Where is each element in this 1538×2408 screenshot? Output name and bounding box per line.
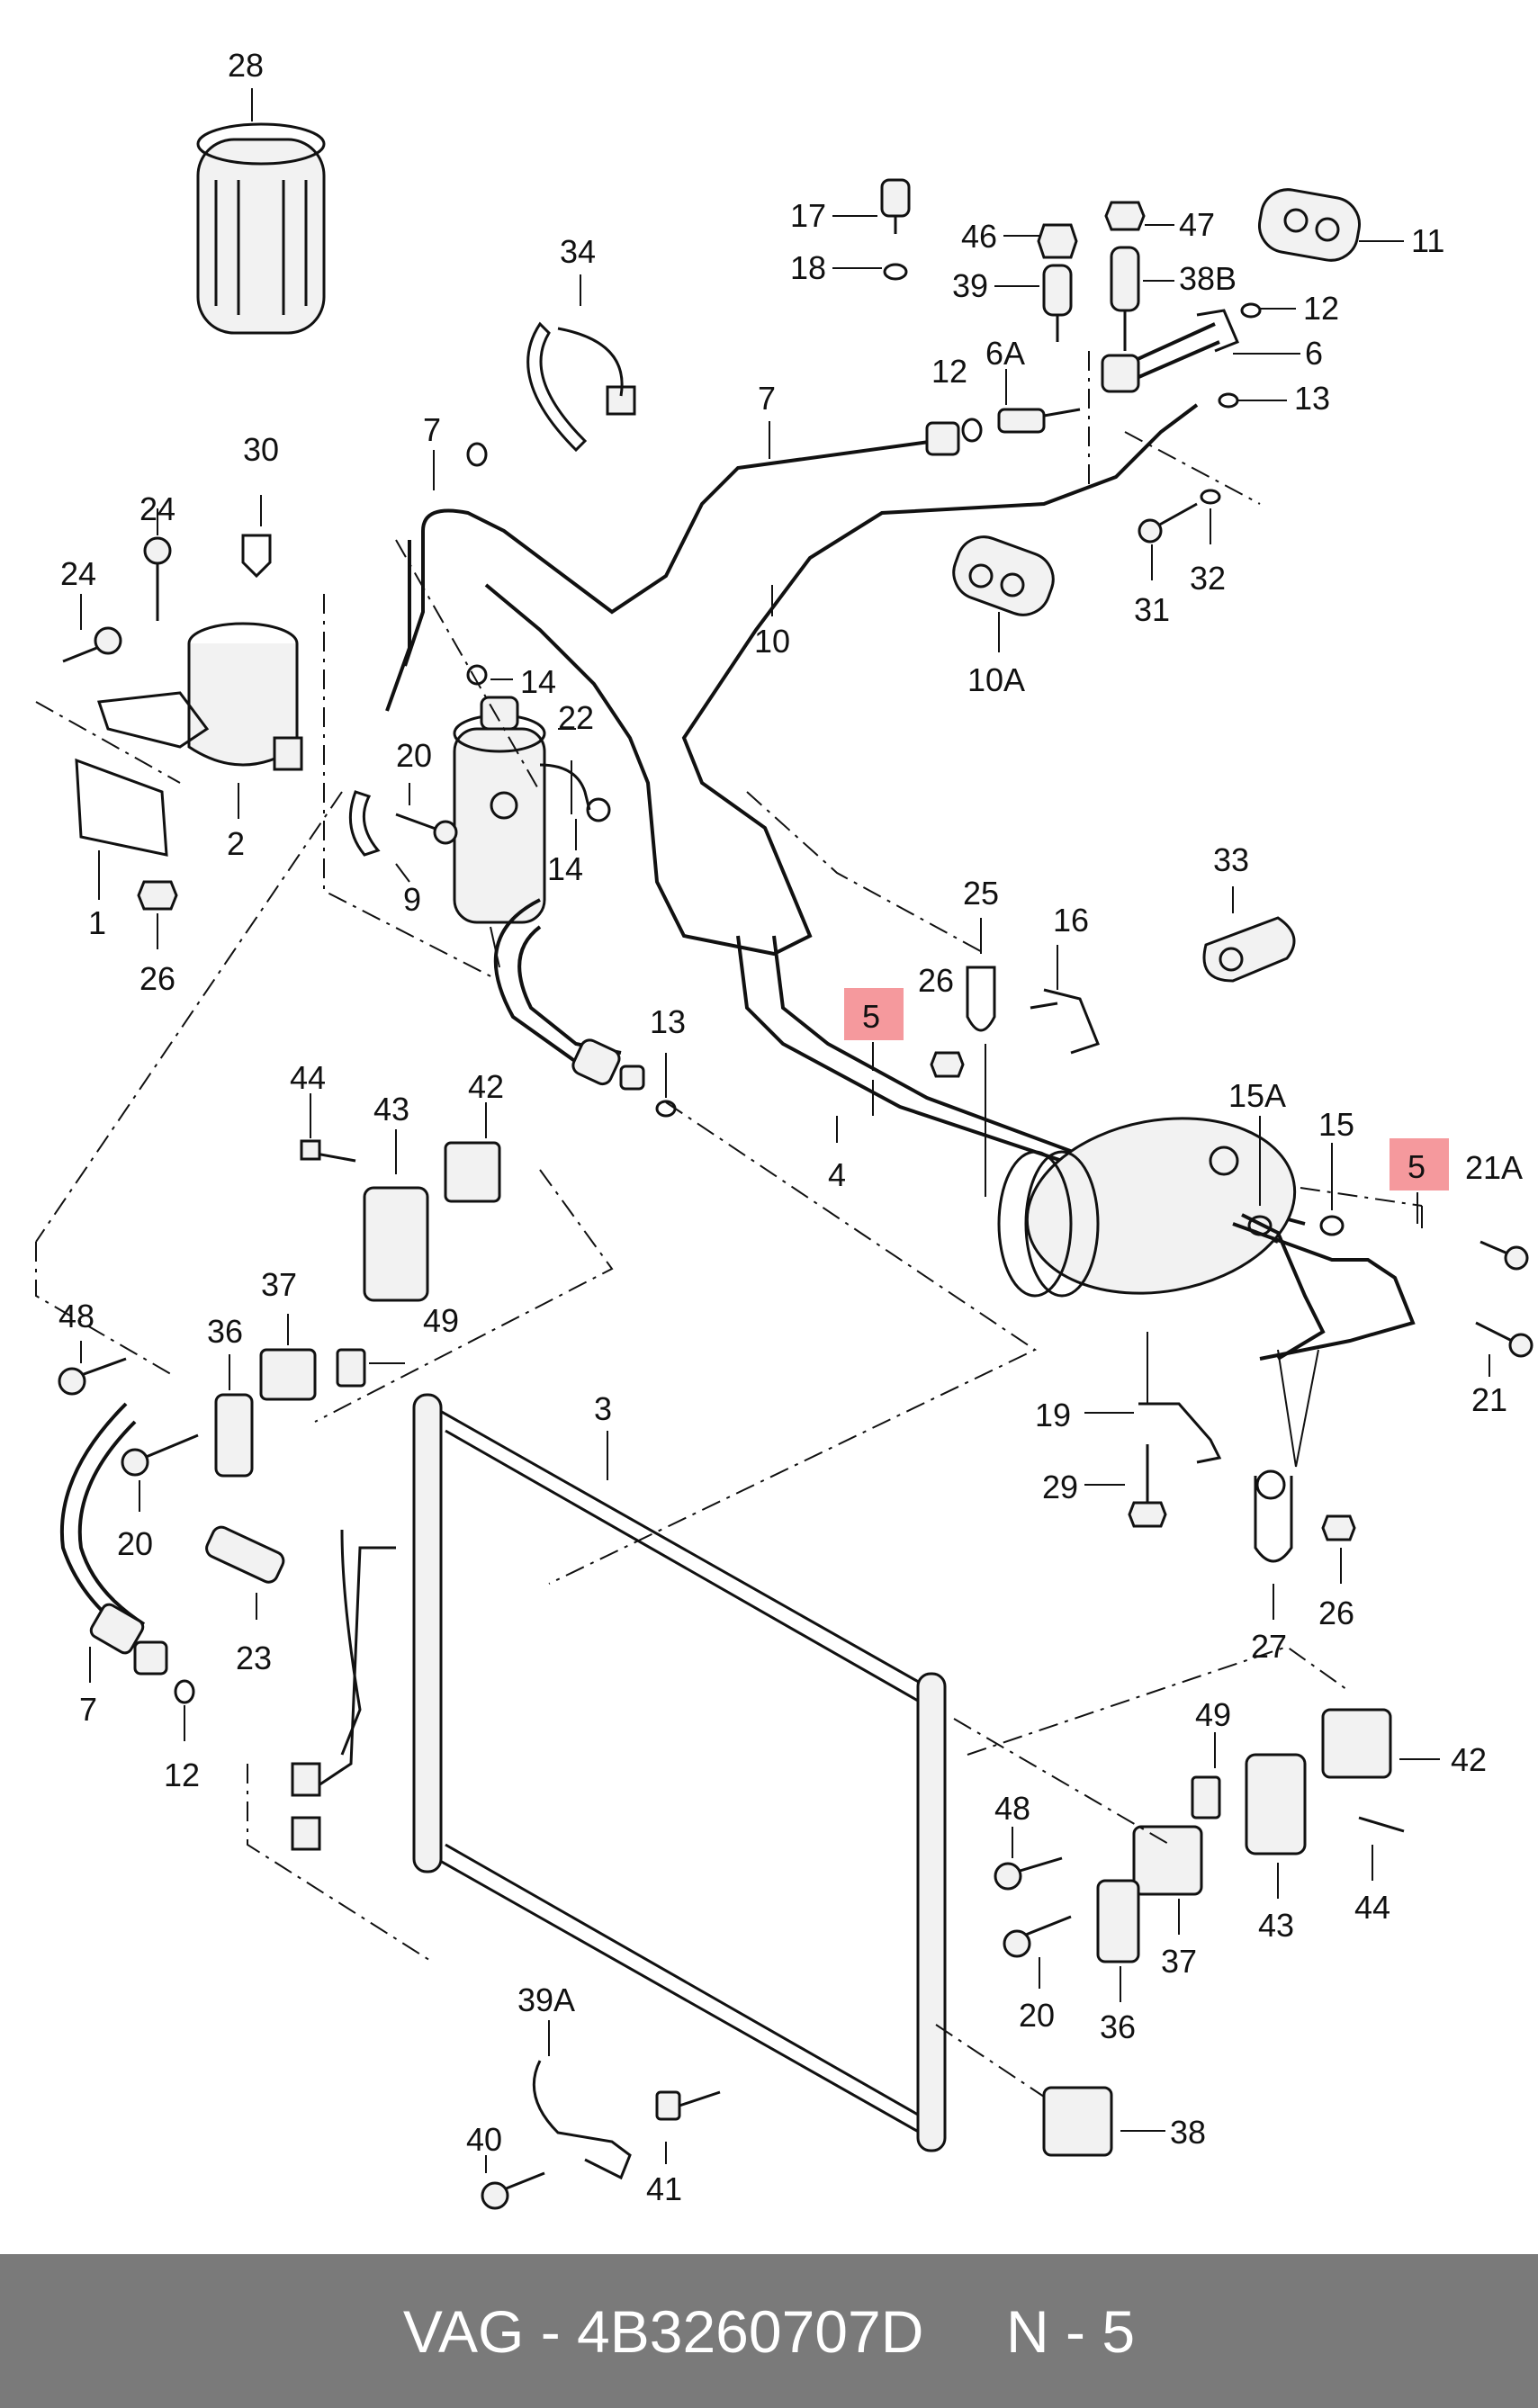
- label-part-3: 3: [594, 1390, 612, 1427]
- highlight-part-5-a: [844, 988, 904, 1040]
- hose-10: [484, 403, 1199, 957]
- label-part-44-a: 44: [290, 1059, 326, 1096]
- ac-parts-diagram: 28 34 17 18 46 39 47 38B 11 12 6 13 12 6…: [35, 47, 1534, 2210]
- label-part-44-b: 44: [1354, 1889, 1390, 1926]
- label-part-5-a: 5: [862, 998, 880, 1035]
- label-part-24-b: 24: [60, 555, 96, 592]
- part-22-receiver-drier: [453, 696, 546, 924]
- label-part-28: 28: [228, 47, 264, 84]
- label-part-15a: 15A: [1228, 1077, 1286, 1114]
- label-part-38b: 38B: [1179, 260, 1237, 297]
- ac-compressor: [997, 1117, 1297, 1298]
- label-part-13-mid: 13: [650, 1003, 686, 1040]
- label-part-29: 29: [1042, 1469, 1078, 1505]
- label-part-21: 21: [1471, 1381, 1507, 1418]
- label-part-48-a: 48: [58, 1298, 94, 1334]
- label-part-23: 23: [236, 1640, 272, 1676]
- label-part-26-c: 26: [1318, 1595, 1354, 1631]
- part-2-bracket: [75, 622, 303, 857]
- part-11-rubber-mount: [1258, 188, 1361, 262]
- label-part-9: 9: [403, 881, 421, 918]
- label-part-33: 33: [1213, 841, 1249, 878]
- label-part-10: 10: [754, 623, 790, 660]
- label-part-48-b: 48: [994, 1790, 1030, 1827]
- label-part-14-b: 14: [547, 850, 583, 887]
- label-part-41: 41: [646, 2170, 682, 2207]
- caption-bar: VAG - 4B3260707D N - 5: [0, 2254, 1538, 2408]
- label-part-40: 40: [466, 2121, 502, 2158]
- service-valves-top: [880, 178, 1146, 351]
- label-part-25: 25: [963, 875, 999, 912]
- label-part-14-a: 14: [520, 663, 556, 700]
- label-part-38: 38: [1170, 2114, 1206, 2151]
- label-part-42-b: 42: [1451, 1741, 1487, 1778]
- label-part-22: 22: [558, 699, 594, 736]
- part-28-drier-cartridge: [196, 122, 326, 335]
- label-part-46: 46: [961, 218, 997, 255]
- label-part-20-c: 20: [1019, 1997, 1055, 2034]
- label-part-10a: 10A: [967, 661, 1025, 698]
- label-part-19: 19: [1035, 1397, 1071, 1433]
- label-part-47: 47: [1179, 206, 1215, 243]
- label-part-11: 11: [1411, 222, 1444, 259]
- label-part-42-a: 42: [468, 1068, 504, 1105]
- label-part-32: 32: [1190, 560, 1226, 597]
- label-part-49-a: 49: [423, 1302, 459, 1339]
- label-part-43-b: 43: [1258, 1907, 1294, 1944]
- label-part-36-a: 36: [207, 1313, 243, 1350]
- label-part-6a: 6A: [985, 335, 1025, 372]
- part-33-washer-plate: [1202, 916, 1296, 983]
- label-part-12-mid: 12: [931, 353, 967, 390]
- label-part-24-a: 24: [139, 490, 175, 527]
- label-part-6: 6: [1305, 335, 1323, 372]
- label-part-20-b: 20: [117, 1525, 153, 1562]
- label-part-37-b: 37: [1161, 1943, 1197, 1980]
- label-part-12-top: 12: [1303, 290, 1339, 327]
- hose-7-upper: [403, 430, 955, 667]
- label-part-34: 34: [560, 233, 596, 270]
- label-part-36-b: 36: [1100, 2008, 1136, 2045]
- label-part-1: 1: [88, 904, 106, 941]
- label-part-5-b: 5: [1408, 1148, 1426, 1185]
- label-part-27: 27: [1251, 1628, 1287, 1665]
- label-part-18: 18: [790, 249, 826, 286]
- label-part-12-bottom: 12: [164, 1757, 200, 1793]
- part-34-strap: [526, 321, 588, 453]
- label-part-37-a: 37: [261, 1266, 297, 1303]
- hose-4: [517, 925, 622, 1055]
- label-part-20-a: 20: [396, 737, 432, 774]
- label-part-16: 16: [1053, 902, 1089, 939]
- label-part-4: 4: [828, 1156, 846, 1193]
- label-part-49-b: 49: [1195, 1696, 1231, 1733]
- label-part-39a: 39A: [517, 1981, 575, 2018]
- label-part-21a: 21A: [1465, 1149, 1523, 1186]
- part-10a-bracket: [952, 535, 1055, 616]
- label-part-39: 39: [952, 267, 988, 304]
- pressure-switch-group-left: [300, 1139, 501, 1302]
- label-part-13-top: 13: [1294, 380, 1330, 417]
- hose-7-lower: [59, 1402, 137, 1640]
- label-part-26-b: 26: [918, 962, 954, 999]
- label-part-2: 2: [227, 825, 245, 862]
- label-part-30: 30: [243, 431, 279, 468]
- label-part-31: 31: [1134, 591, 1170, 628]
- label-part-7-top: 7: [758, 380, 776, 417]
- label-part-7-left: 7: [423, 411, 441, 448]
- part-number-caption: VAG - 4B3260707D N - 5: [402, 2297, 1136, 2365]
- highlight-part-5-b: [1390, 1138, 1449, 1191]
- label-part-43-a: 43: [373, 1091, 409, 1128]
- label-part-26-a: 26: [139, 960, 175, 997]
- part-3-condenser: [412, 1393, 947, 2152]
- label-part-7-bottom: 7: [79, 1691, 97, 1728]
- label-part-17: 17: [790, 197, 826, 234]
- label-part-15: 15: [1318, 1106, 1354, 1143]
